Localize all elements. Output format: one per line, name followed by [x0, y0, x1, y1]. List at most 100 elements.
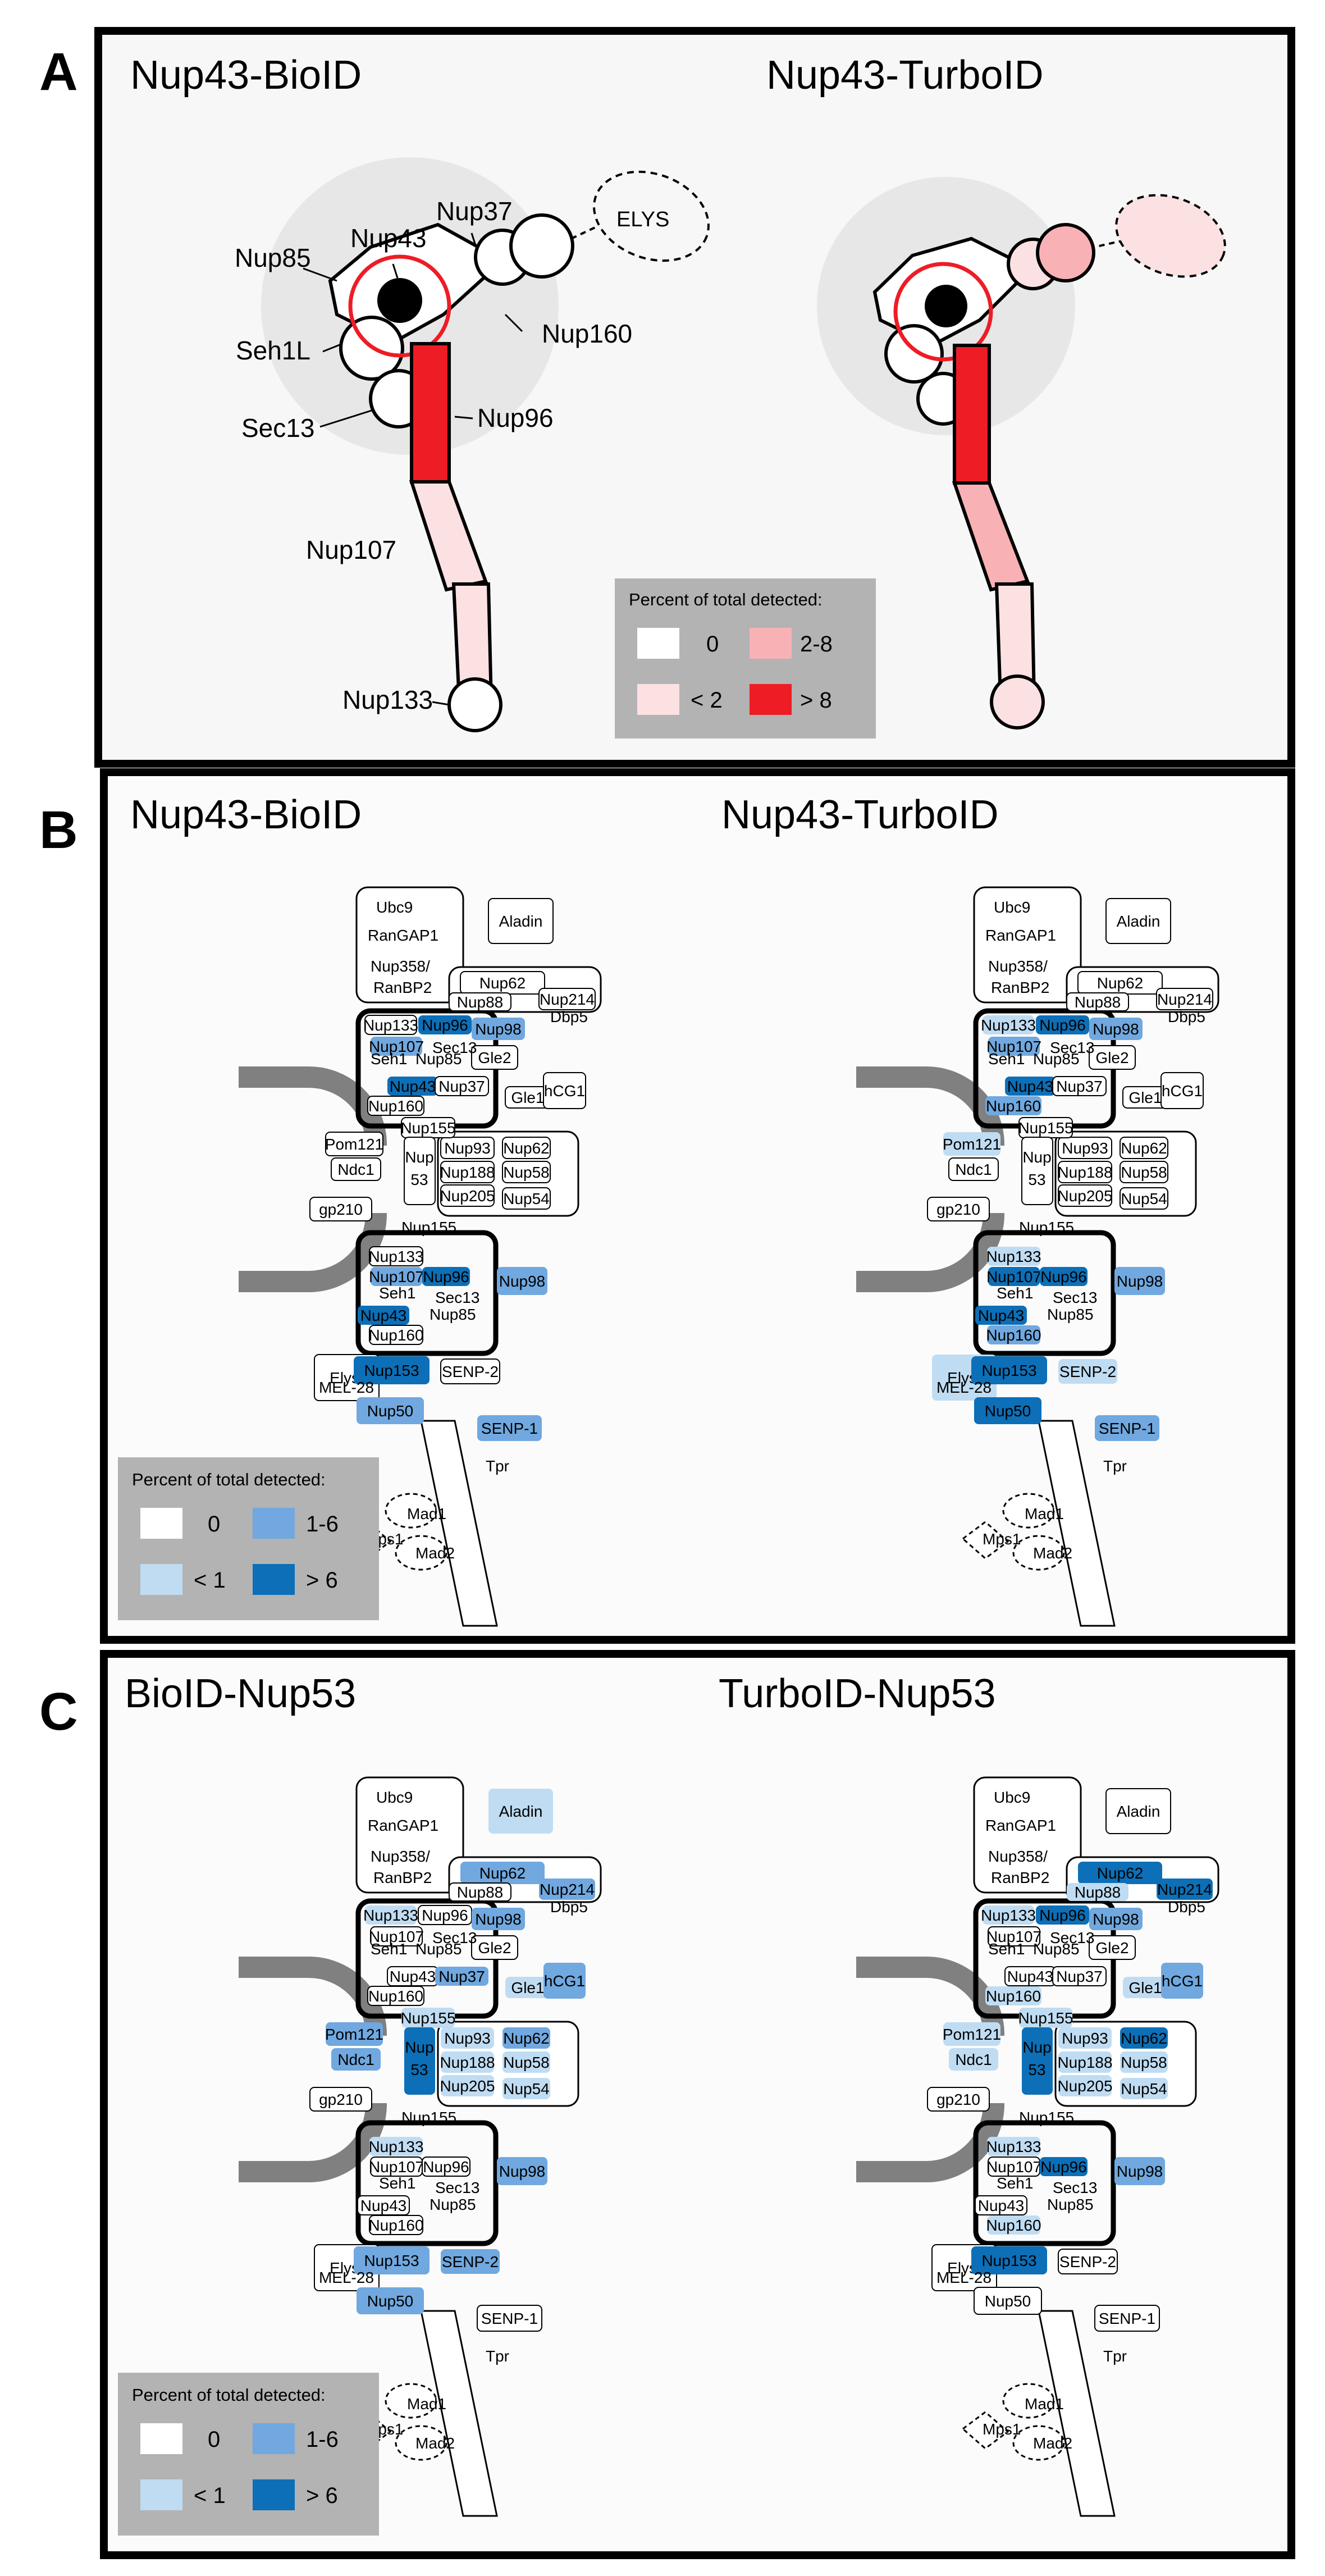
- label-nup214: Nup214: [1157, 1881, 1212, 1898]
- label-nup188: Nup188: [440, 1164, 495, 1181]
- label-ubc9: Ubc9: [994, 1789, 1030, 1806]
- svg-text:B: B: [39, 800, 78, 860]
- label-nup93: Nup93: [444, 2030, 491, 2047]
- label-nup43: Nup43: [390, 1078, 436, 1095]
- node-b_nup96: [1040, 1267, 1088, 1286]
- node-nup37: [435, 1076, 489, 1096]
- node-nup214: [1157, 1879, 1213, 1900]
- node-nup133: [983, 1905, 1034, 1925]
- node-nup160: [367, 1986, 424, 2006]
- node-nup54: [1120, 1187, 1168, 1210]
- label-nup214: Nup214: [540, 991, 595, 1008]
- label-nup53-a: Nup: [405, 2039, 433, 2056]
- label-nup133: Nup133: [981, 1016, 1036, 1034]
- svg-text:TurboID-Nup53: TurboID-Nup53: [719, 1671, 996, 1716]
- node-pom121: [943, 2022, 1000, 2046]
- node-gle2: [471, 1045, 518, 1070]
- label-senp2: SENP-2: [442, 2253, 499, 2270]
- label-nup43: Nup43: [1007, 1078, 1054, 1095]
- node-nup107: [988, 1037, 1040, 1056]
- label-nup96: Nup96: [1039, 1907, 1086, 1924]
- label-nup58: Nup58: [1121, 1164, 1167, 1181]
- node-gle2: [471, 1935, 518, 1960]
- label-nup358: Nup358/: [371, 1848, 430, 1865]
- node-gle1: [1123, 1977, 1168, 1998]
- label-mad1: Mad1: [1025, 1505, 1064, 1522]
- label-b_nup133: Nup133: [986, 1248, 1041, 1265]
- label-aladin: Aladin: [499, 913, 543, 930]
- label-nup107: Nup107: [369, 1928, 424, 1945]
- label-b_nup43: Nup43: [978, 1307, 1025, 1324]
- node-nup50: [357, 1397, 424, 1424]
- label-nup133: Nup133: [981, 1907, 1036, 1924]
- label-nup54: Nup54: [1121, 2080, 1167, 2098]
- label-nup85: Nup85: [415, 1050, 462, 1068]
- label-b_sec13: Sec13: [435, 2179, 479, 2196]
- node-nup107: [988, 1926, 1040, 1946]
- label-ranbp2: RanBP2: [373, 1869, 432, 1886]
- node-nup153: [971, 1356, 1047, 1384]
- label-nup188: Nup188: [1057, 2054, 1112, 2071]
- legend-item: 1-6: [306, 1512, 339, 1537]
- panel-c: C BioID-Nup53 TurboID-Nup53 Nup96Nup107N…: [39, 1650, 1295, 2559]
- node-nup93: [1058, 2027, 1112, 2049]
- node-nup93: [440, 1137, 495, 1159]
- node-nup54: [502, 1187, 551, 1210]
- node-nup53: [1022, 2027, 1053, 2095]
- label-nup43: Nup43: [1007, 1968, 1054, 1985]
- node-nup98: [472, 1908, 525, 1930]
- node-nup43: [1005, 1077, 1056, 1096]
- label-sec13: Sec13: [1050, 1929, 1094, 1946]
- node-aladin: [1105, 898, 1171, 944]
- label-gp210: gp210: [319, 2091, 363, 2108]
- label-nup50: Nup50: [985, 2292, 1031, 2310]
- label-nup133: Nup133: [363, 1016, 418, 1034]
- node-b_nup43: [975, 2195, 1027, 2215]
- label-mad1: Mad1: [407, 2395, 446, 2413]
- node-b_nup96: [422, 2156, 470, 2177]
- node-nup107: [371, 1037, 422, 1056]
- node-nup155: [401, 2008, 455, 2028]
- label-nup43: Nup43: [390, 1968, 436, 1985]
- node-senp1: [477, 2305, 542, 2332]
- node-gle1: [505, 1977, 550, 1998]
- label-b_nup133: Nup133: [368, 1248, 423, 1265]
- node-senp2: [441, 2249, 500, 2274]
- y-complex-bioid: [261, 157, 710, 732]
- label-nup37: Nup37: [1056, 1968, 1103, 1985]
- label-nup107: Nup107: [306, 535, 396, 564]
- npc-map-bioid-nup53: Nup96Nup107Nup43Nup133Nup160Nup98Gle2Gle…: [239, 1776, 602, 2517]
- node-hcg1: [543, 1072, 586, 1109]
- node-gp210: [927, 1197, 990, 1221]
- label-senp1: SENP-1: [481, 1420, 538, 1437]
- label-nup58: Nup58: [1121, 2054, 1167, 2071]
- label-mad1: Mad1: [1025, 2395, 1064, 2413]
- node-senp2: [440, 1358, 500, 1384]
- node-nup160: [985, 1986, 1041, 2005]
- label-hcg1: hCG1: [1162, 1972, 1203, 1990]
- label-ndc1: Ndc1: [337, 1161, 374, 1178]
- label-b_nup107: Nup107: [986, 1268, 1041, 1285]
- label-n_nup155: Nup155: [401, 2109, 456, 2126]
- label-b_nup160: Nup160: [986, 2217, 1041, 2234]
- label-nup53-b: 53: [1028, 2061, 1045, 2078]
- node-nup62b: [1120, 2027, 1168, 2049]
- node-nup54: [502, 2078, 550, 2099]
- label-gle2: Gle2: [478, 1939, 511, 1957]
- legend-item: > 6: [306, 2483, 338, 2508]
- label-ubc9: Ubc9: [376, 1789, 413, 1806]
- nup107-node: [409, 480, 488, 592]
- label-dbp5: Dbp5: [1168, 1898, 1205, 1916]
- node-aladin: [488, 1789, 553, 1834]
- label-aladin: Aladin: [1117, 913, 1160, 930]
- label-sec13: Sec13: [241, 413, 314, 443]
- node-nup160: [985, 1096, 1041, 1115]
- panel-a-title-left: Nup43-BioID: [130, 53, 362, 98]
- node-b_nup98: [497, 1267, 547, 1295]
- svg-text:< 2: < 2: [691, 688, 723, 713]
- label-nup214: Nup214: [540, 1881, 595, 1898]
- nup96-node: [410, 342, 451, 484]
- node-gp210: [309, 2087, 372, 2112]
